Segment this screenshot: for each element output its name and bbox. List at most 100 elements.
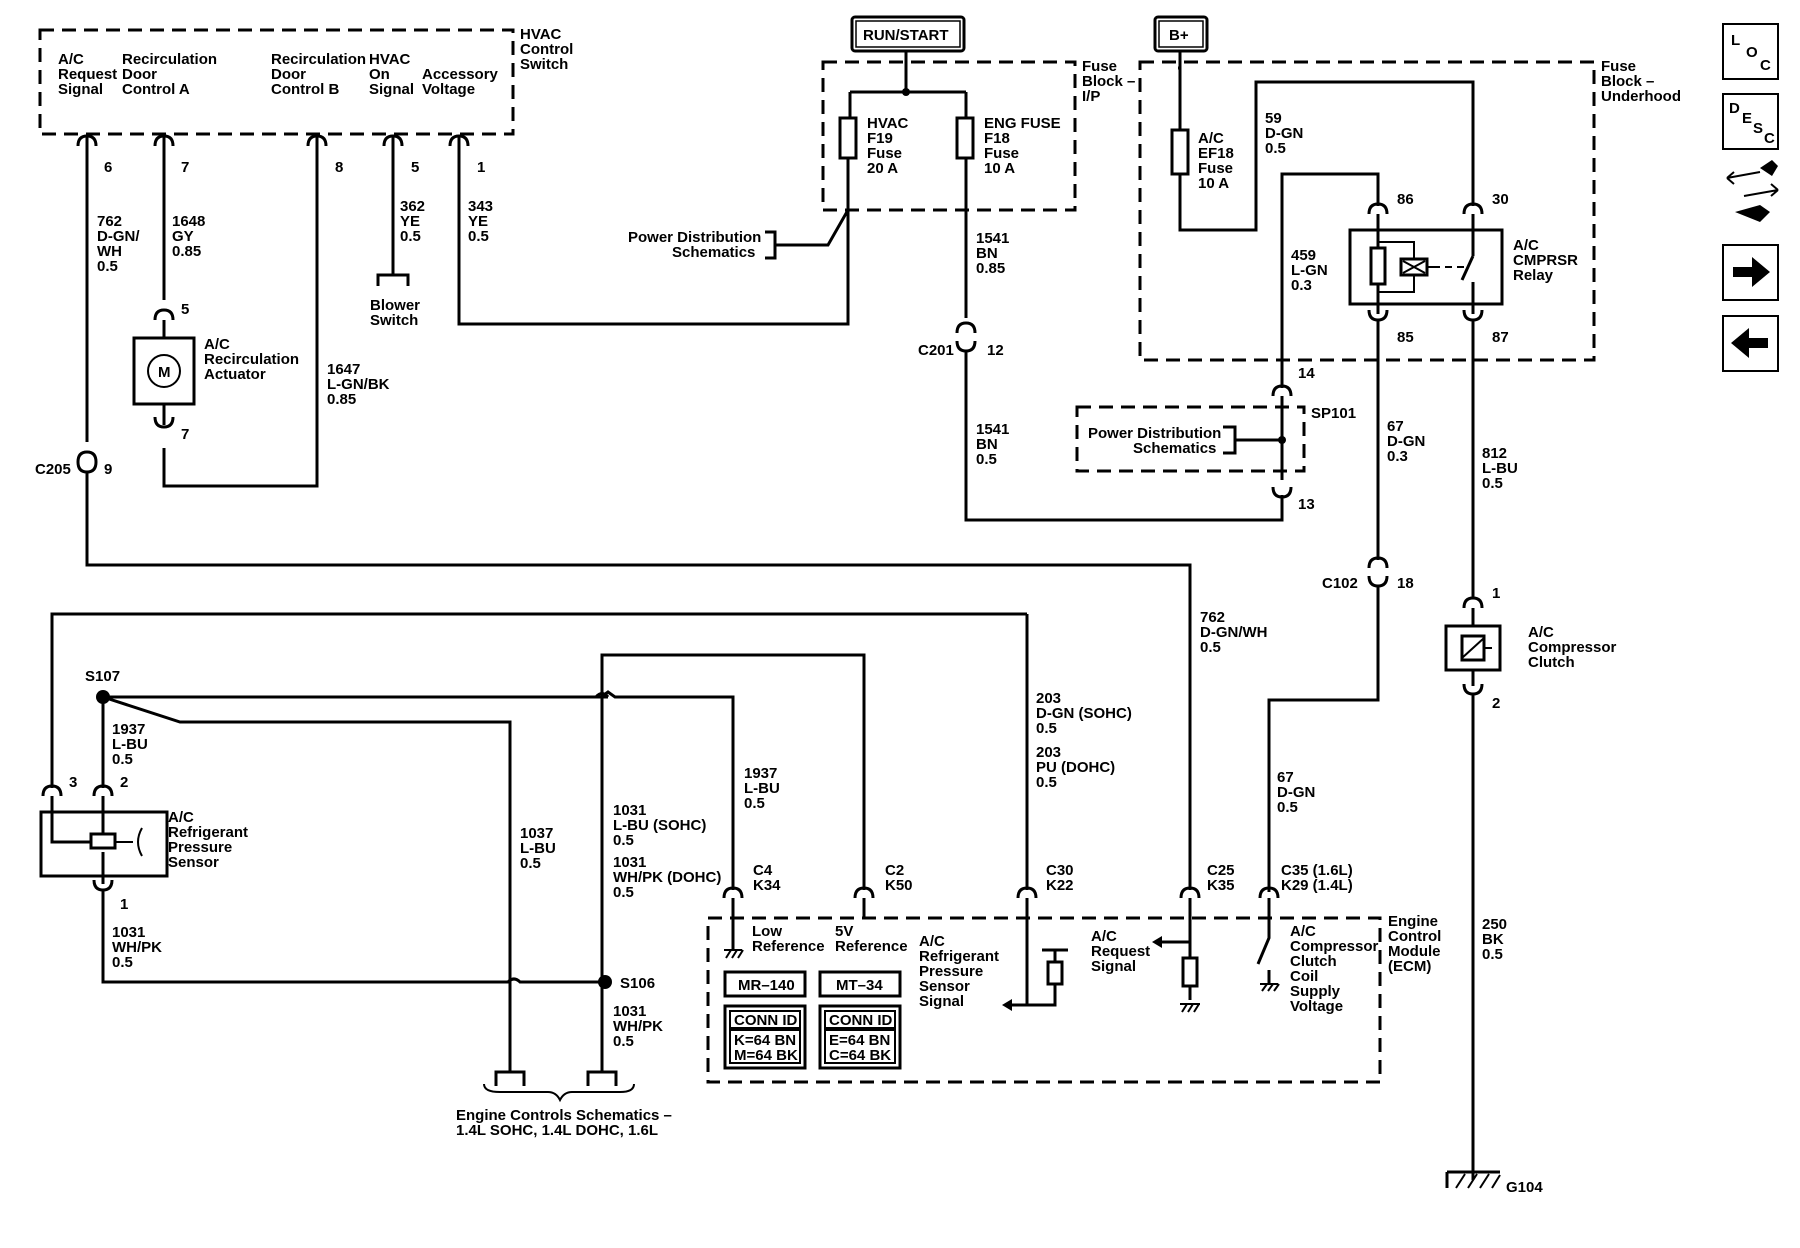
relay-pin-86: 86 bbox=[1397, 191, 1414, 208]
diagnostic-tools-icon[interactable] bbox=[1726, 160, 1779, 222]
next-page-button[interactable] bbox=[1722, 244, 1779, 301]
svg-text:CMPRSR: CMPRSR bbox=[1513, 252, 1578, 269]
svg-text:D-GN: D-GN bbox=[1277, 784, 1315, 801]
svg-text:I/P: I/P bbox=[1082, 88, 1100, 105]
splice-s106: S106 bbox=[620, 975, 655, 992]
svg-text:Clutch: Clutch bbox=[1290, 953, 1337, 970]
svg-text:Module: Module bbox=[1388, 943, 1441, 960]
svg-text:Blower: Blower bbox=[370, 297, 420, 314]
svg-text:A/C: A/C bbox=[168, 809, 194, 826]
desc-button[interactable] bbox=[1722, 93, 1779, 150]
loc-button[interactable] bbox=[1722, 23, 1779, 80]
power-distribution-1: Power Distribution Schematics bbox=[628, 229, 761, 261]
wire-1937-b: 1937 L-BU 0.5 bbox=[744, 765, 780, 812]
nav-icons[interactable]: L O C D E S C bbox=[1722, 23, 1779, 372]
svg-text:Block –: Block – bbox=[1601, 73, 1654, 90]
svg-text:762: 762 bbox=[1200, 609, 1225, 626]
svg-text:D-GN: D-GN bbox=[1265, 125, 1303, 142]
relay-pin-85: 85 bbox=[1397, 329, 1414, 346]
svg-text:BK: BK bbox=[1482, 931, 1504, 948]
ecm-low-reference: Low Reference bbox=[752, 923, 825, 955]
svg-text:1037: 1037 bbox=[520, 825, 553, 842]
conn-id-box-2: CONN ID E=64 BN C=64 BK bbox=[829, 1012, 893, 1064]
svg-text:Control: Control bbox=[1388, 928, 1441, 945]
svg-text:Fuse: Fuse bbox=[1198, 160, 1233, 177]
svg-text:C4: C4 bbox=[753, 862, 773, 879]
svg-text:A/C: A/C bbox=[58, 51, 84, 68]
svg-text:1.4L SOHC, 1.4L DOHC, 1.6L: 1.4L SOHC, 1.4L DOHC, 1.6L bbox=[456, 1122, 658, 1139]
svg-text:A/C: A/C bbox=[1091, 928, 1117, 945]
svg-text:Signal: Signal bbox=[919, 993, 964, 1010]
svg-text:0.5: 0.5 bbox=[1482, 946, 1503, 963]
svg-text:Pressure: Pressure bbox=[919, 963, 983, 980]
splice-sp101: Power Distribution Schematics SP101 bbox=[1075, 396, 1356, 480]
svg-text:A/C: A/C bbox=[1528, 624, 1554, 641]
svg-text:A/C: A/C bbox=[1198, 130, 1224, 147]
svg-text:A/C: A/C bbox=[204, 336, 230, 353]
svg-text:Refrigerant: Refrigerant bbox=[168, 824, 248, 841]
svg-text:Switch: Switch bbox=[520, 56, 568, 73]
svg-text:0.5: 0.5 bbox=[976, 451, 997, 468]
svg-text:L-BU: L-BU bbox=[112, 736, 148, 753]
prev-page-button[interactable] bbox=[1722, 315, 1779, 372]
svg-text:Recirculation: Recirculation bbox=[122, 51, 217, 68]
svg-text:Relay: Relay bbox=[1513, 267, 1554, 284]
wire-812: 812 L-BU 0.5 bbox=[1482, 445, 1518, 492]
svg-text:Schematics: Schematics bbox=[1133, 440, 1216, 457]
svg-text:Supply: Supply bbox=[1290, 983, 1341, 1000]
svg-text:Schematics: Schematics bbox=[672, 244, 755, 261]
svg-text:HVAC: HVAC bbox=[867, 115, 909, 132]
clutch-pin-1: 1 bbox=[1492, 585, 1500, 602]
svg-text:59: 59 bbox=[1265, 110, 1282, 127]
svg-text:WH/PK: WH/PK bbox=[112, 939, 162, 956]
svg-text:Recirculation: Recirculation bbox=[204, 351, 299, 368]
svg-text:Control B: Control B bbox=[271, 81, 339, 98]
ecm-ac-request-signal: A/C Request Signal bbox=[1091, 928, 1150, 975]
svg-text:459: 459 bbox=[1291, 247, 1316, 264]
wire-1541-b: 1541 BN 0.5 bbox=[976, 421, 1009, 468]
svg-text:Door: Door bbox=[122, 66, 157, 83]
power-distribution-2: Power Distribution Schematics bbox=[1088, 425, 1221, 457]
svg-text:Low: Low bbox=[752, 923, 782, 940]
svg-text:K29 (1.4L): K29 (1.4L) bbox=[1281, 877, 1353, 894]
svg-text:0.5: 0.5 bbox=[1265, 140, 1286, 157]
svg-text:812: 812 bbox=[1482, 445, 1507, 462]
ecm-clutch-supply: A/C Compressor Clutch Coil Supply Voltag… bbox=[1290, 923, 1379, 1015]
pin-label-hvac-on: HVAC On Signal bbox=[369, 51, 414, 98]
connector-c201: C201 bbox=[918, 342, 954, 359]
svg-text:1648: 1648 bbox=[172, 213, 205, 230]
svg-text:20 A: 20 A bbox=[867, 160, 898, 177]
svg-text:Signal: Signal bbox=[369, 81, 414, 98]
svg-text:Request: Request bbox=[1091, 943, 1150, 960]
svg-text:0.5: 0.5 bbox=[468, 228, 489, 245]
svg-text:0.5: 0.5 bbox=[744, 795, 765, 812]
wire-59: 59 D-GN 0.5 bbox=[1265, 110, 1303, 157]
connector-c30: C30 K22 bbox=[1046, 862, 1074, 894]
svg-text:0.5: 0.5 bbox=[112, 751, 133, 768]
wire-1031-c: 1031 WH/PK 0.5 bbox=[613, 1003, 663, 1050]
svg-text:CONN ID: CONN ID bbox=[829, 1012, 893, 1029]
svg-text:Underhood: Underhood bbox=[1601, 88, 1681, 105]
c102-pin-18: 18 bbox=[1397, 575, 1414, 592]
ac-compressor-clutch: 1 2 A/C Compressor Clutch bbox=[1444, 585, 1617, 712]
wire-762-a: 762 D-GN/ WH 0.5 bbox=[97, 213, 140, 275]
svg-text:D-GN/WH: D-GN/WH bbox=[1200, 624, 1268, 641]
svg-text:E=64 BN: E=64 BN bbox=[829, 1032, 890, 1049]
desc-icon-s: S bbox=[1753, 120, 1763, 137]
svg-text:M=64 BK: M=64 BK bbox=[734, 1047, 798, 1064]
connector-c102: C102 bbox=[1322, 575, 1358, 592]
svg-text:K34: K34 bbox=[753, 877, 781, 894]
svg-text:Compressor: Compressor bbox=[1290, 938, 1379, 955]
svg-text:A/C: A/C bbox=[919, 933, 945, 950]
ecm-sensor-signal: A/C Refrigerant Pressure Sensor Signal bbox=[919, 933, 999, 1010]
svg-text:Voltage: Voltage bbox=[422, 81, 475, 98]
wire-459: 459 L-GN 0.3 bbox=[1291, 247, 1328, 294]
svg-text:0.5: 0.5 bbox=[1036, 774, 1057, 791]
actuator-pin-5: 5 bbox=[181, 301, 189, 318]
svg-text:1647: 1647 bbox=[327, 361, 360, 378]
svg-text:D-GN (SOHC): D-GN (SOHC) bbox=[1036, 705, 1132, 722]
motor-icon: M bbox=[158, 364, 171, 381]
pin-8: 8 bbox=[335, 159, 343, 176]
svg-text:Fuse: Fuse bbox=[1082, 58, 1117, 75]
svg-text:Coil: Coil bbox=[1290, 968, 1318, 985]
